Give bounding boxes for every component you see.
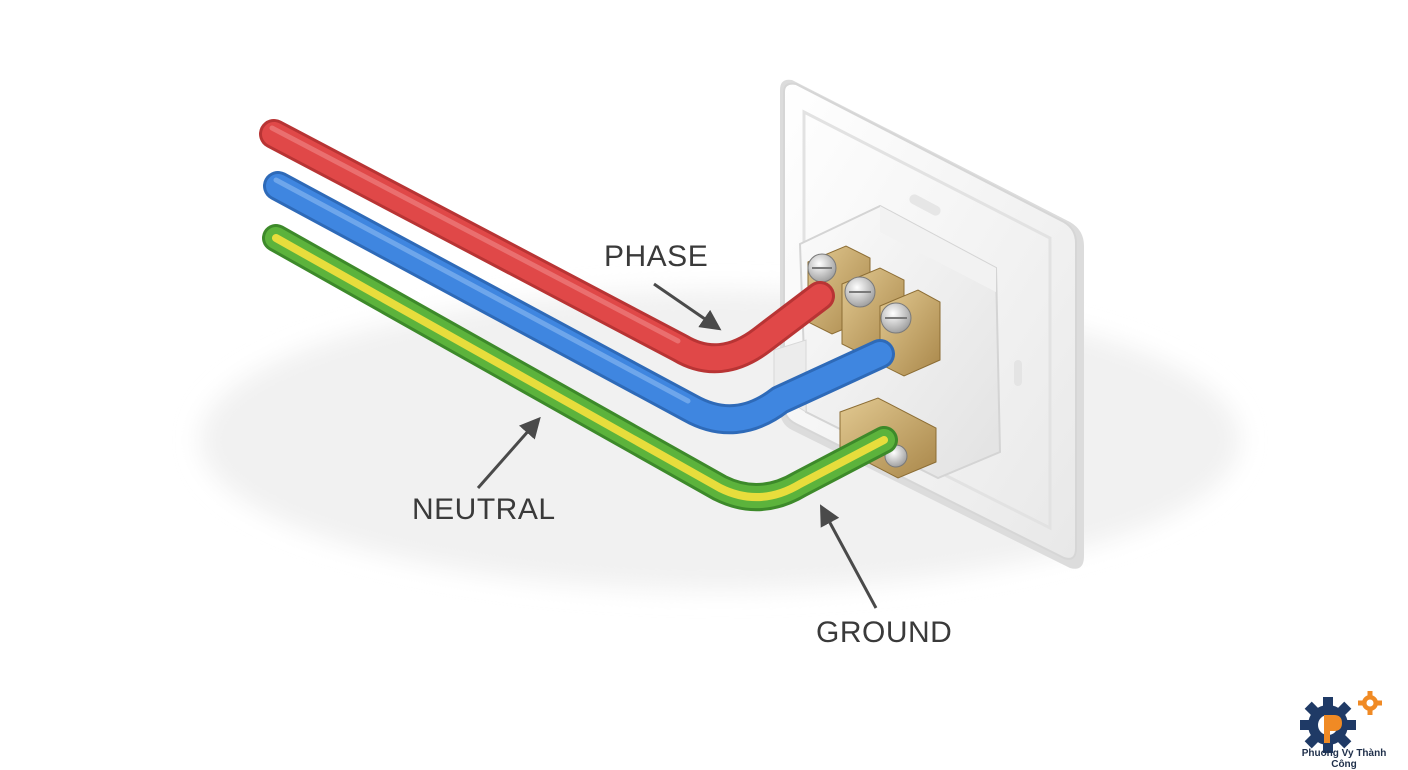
- wire-neutral: [263, 171, 895, 435]
- wire-ground: [262, 224, 898, 511]
- neutral-label: NEUTRAL: [412, 493, 556, 526]
- company-logo-text: Phuong Vy Thành Công: [1301, 748, 1387, 770]
- ground-arrow: [820, 504, 878, 609]
- terminal-neutral: [879, 289, 941, 377]
- wire-phase: [259, 119, 835, 374]
- ground-label: GROUND: [816, 616, 953, 649]
- phase-label: PHASE: [604, 240, 709, 273]
- company-logo-icon: [1300, 691, 1382, 753]
- phase-arrow: [653, 282, 722, 331]
- neutral-arrow: [476, 416, 541, 489]
